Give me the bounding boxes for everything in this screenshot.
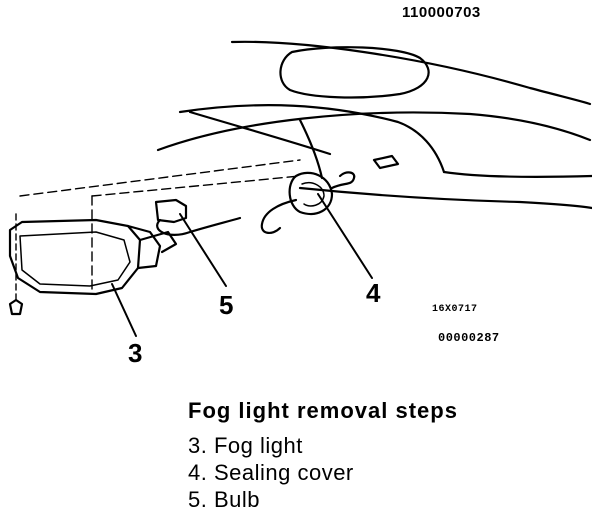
leader-3	[111, 283, 137, 337]
housing-oval	[279, 46, 430, 99]
fog-light-inner	[19, 231, 131, 287]
sealing-cover-inner	[301, 182, 325, 207]
fog-light-mount	[138, 230, 178, 254]
removal-steps: Fog light removal steps 3. Fog light 4. …	[188, 398, 458, 513]
guide-line-3	[91, 175, 301, 197]
bumper-underside	[298, 186, 592, 210]
bulb-wire	[156, 216, 242, 237]
guide-line-1	[19, 159, 301, 197]
fog-light-housing	[126, 224, 162, 270]
leader-5	[179, 213, 227, 287]
callout-fog-light: 3	[128, 338, 143, 368]
bumper-curve	[178, 104, 446, 174]
step-sealing-cover: 4. Sealing cover	[188, 460, 354, 485]
callout-bulb: 5	[219, 290, 234, 320]
bulb-body	[154, 198, 188, 224]
step-list: 3. Fog light 4. Sealing cover 5. Bulb	[188, 432, 458, 513]
callout-sealing-cover: 4	[366, 278, 381, 308]
sealing-cover-outer	[288, 171, 334, 216]
wire-harness	[260, 171, 356, 234]
bumper-edge	[442, 170, 592, 178]
drawing-number: 00000287	[438, 331, 500, 345]
figure-code: 110000703	[402, 4, 481, 21]
step-fog-light: 3. Fog light	[188, 433, 303, 458]
bumper-lower-line	[156, 111, 592, 152]
fog-light-lens	[8, 218, 142, 296]
body-line-2	[298, 118, 324, 180]
bracket	[372, 154, 400, 170]
fog-light-screw	[8, 298, 24, 316]
drawing-code: 16X0717	[432, 304, 478, 315]
removal-steps-title: Fog light removal steps	[188, 398, 458, 423]
leader-4	[317, 193, 373, 279]
bumper-outline	[230, 40, 592, 106]
step-bulb: 5. Bulb	[188, 487, 260, 512]
